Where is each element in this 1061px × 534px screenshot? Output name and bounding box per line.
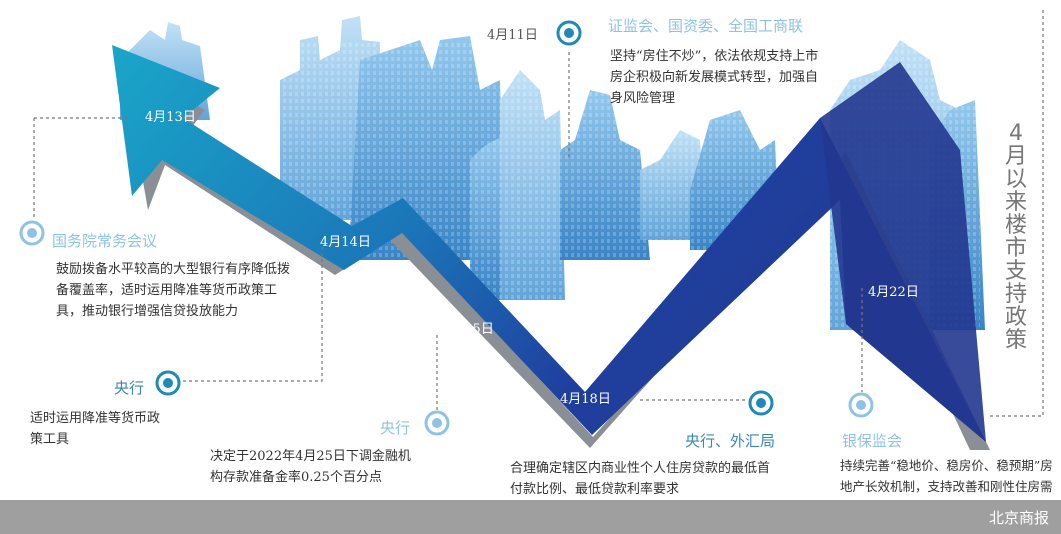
org-label: 央行 (380, 419, 411, 437)
policy-description: 鼓励拨备水平较高的大型银行有序降低拨备覆盖率，适时运用降准等货币政策工具，推动银… (56, 262, 291, 319)
page-title: 4月以来楼市支持政策 (1004, 121, 1027, 353)
target-icon (556, 20, 582, 46)
org-label: 央行、外汇局 (685, 432, 776, 450)
policy-description: 适时运用降准等货币政策工具 (30, 411, 161, 447)
target-icon (748, 390, 774, 416)
policy-description: 合理确定辖区内商业性个人住房贷款的最低首付款比例、最低贷款利率要求 (510, 461, 771, 497)
target-icon (19, 220, 45, 246)
date-label: 4月13日 (145, 110, 196, 125)
org-label: 证监会、国资委、全国工商联 (608, 17, 804, 35)
date-label: 4月15日 (443, 322, 494, 337)
org-label: 银保监会 (842, 432, 903, 450)
date-label: 4月22日 (868, 285, 919, 300)
policy-description: 坚持“房住不炒”，依法依规支持上市房企积极向新发展模式转型，加强自身风险管理 (610, 49, 819, 106)
target-icon (848, 392, 874, 418)
target-icon (155, 370, 181, 396)
date-label: 4月11日 (487, 28, 538, 43)
date-label: 4月18日 (560, 392, 611, 407)
org-label: 央行 (114, 379, 145, 397)
footer-bar: 北京商报 (0, 500, 1061, 534)
org-label: 国务院常务会议 (52, 232, 158, 250)
policy-description: 决定于2022年4月25日下调金融机构存款准备金率0.25个百分点 (210, 449, 411, 485)
source-label: 北京商报 (988, 509, 1049, 527)
date-label: 4月14日 (320, 235, 371, 250)
target-icon (424, 410, 450, 436)
